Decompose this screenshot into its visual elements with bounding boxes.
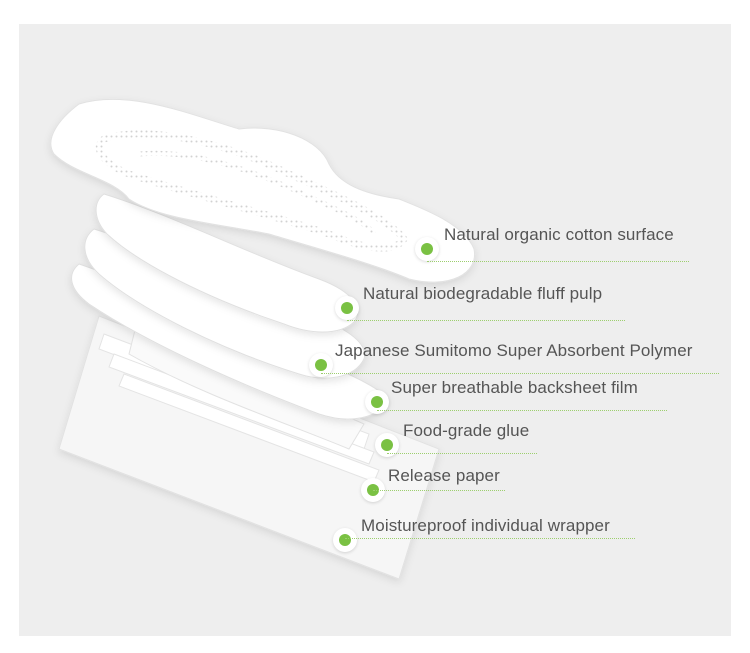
- layer-label: Super breathable backsheet film: [391, 378, 638, 397]
- green-dot-icon: [341, 302, 353, 314]
- green-dot-icon: [381, 439, 393, 451]
- layer-label: Japanese Sumitomo Super Absorbent Polyme…: [335, 341, 693, 360]
- fluff-pulp-layer: [95, 193, 359, 333]
- green-dot-icon: [371, 396, 383, 408]
- layer-label: Moistureproof individual wrapper: [361, 516, 610, 535]
- diagram-canvas: Natural organic cotton surface Natural b…: [19, 24, 731, 636]
- layer-label: Release paper: [388, 466, 500, 485]
- layer-label: Food-grade glue: [403, 421, 530, 440]
- layer-label: Natural organic cotton surface: [444, 225, 674, 244]
- pad-layers-illustration: [50, 98, 476, 580]
- cotton-surface-layer: [50, 98, 476, 283]
- cotton-embossing: [95, 130, 409, 252]
- green-dot-icon: [315, 359, 327, 371]
- green-dot-icon: [339, 534, 351, 546]
- layer-label: Natural biodegradable fluff pulp: [363, 284, 603, 303]
- green-dot-icon: [421, 243, 433, 255]
